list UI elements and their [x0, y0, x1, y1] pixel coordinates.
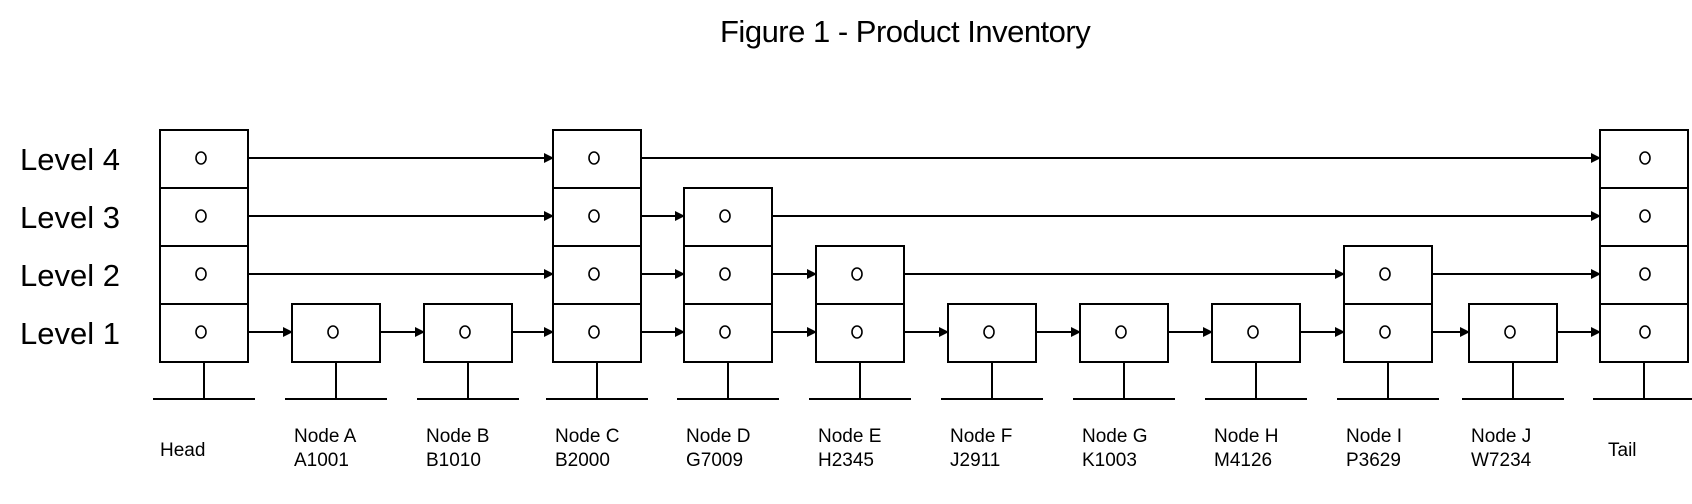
node-c: Node C B2000	[546, 129, 648, 471]
pointer-dot-icon	[1379, 325, 1391, 339]
pointer-dot-icon	[195, 209, 207, 223]
node-name-label: Node D	[686, 426, 750, 447]
node-a: Node A A1001	[285, 303, 387, 471]
node-name-label: Node E	[818, 426, 881, 447]
node-name-label: Node I	[1346, 426, 1402, 447]
node-b: Node B B1010	[417, 303, 519, 471]
level-label-2: Level 2	[20, 258, 120, 293]
node-code-label: J2911	[950, 450, 1000, 471]
node-name-label: Node F	[950, 426, 1012, 447]
node-h: Node H M4126	[1205, 303, 1307, 471]
pointer-dot-icon	[1379, 267, 1391, 281]
pointer-dot-icon	[1639, 325, 1651, 339]
node-f: Node F J2911	[941, 303, 1043, 471]
node-d-level-3-cell	[683, 187, 773, 247]
pointer-dot-icon	[588, 325, 600, 339]
node-code-label: M4126	[1214, 450, 1272, 471]
level-label-3: Level 3	[20, 200, 120, 235]
pointer-dot-icon	[588, 267, 600, 281]
node-code-label: B2000	[555, 450, 610, 471]
node-code-label: K1003	[1082, 450, 1137, 471]
pointer-dot-icon	[719, 267, 731, 281]
node-name-label: Head	[160, 440, 205, 461]
pointer-dot-icon	[719, 209, 731, 223]
level-label-1: Level 1	[20, 316, 120, 351]
pointer-dot-icon	[195, 267, 207, 281]
node-j: Node J W7234	[1462, 303, 1564, 471]
node-e: Node E H2345	[809, 245, 911, 471]
node-name-label: Node B	[426, 426, 489, 447]
node-code-label: P3629	[1346, 450, 1401, 471]
pointer-dot-icon	[1115, 325, 1127, 339]
pointer-dot-icon	[588, 151, 600, 165]
node-head: Head	[153, 129, 255, 461]
node-i: Node I P3629	[1337, 245, 1439, 471]
pointer-dot-icon	[1639, 151, 1651, 165]
node-head-level-4-cell	[159, 129, 249, 189]
level-label-4: Level 4	[20, 142, 120, 177]
pointer-dot-icon	[327, 325, 339, 339]
node-name-label: Tail	[1608, 440, 1637, 461]
pointer-dot-icon	[1504, 325, 1516, 339]
pointer-dot-icon	[1247, 325, 1259, 339]
pointer-dot-icon	[983, 325, 995, 339]
figure-title: Figure 1 - Product Inventory	[720, 14, 1091, 49]
pointer-dot-icon	[1639, 209, 1651, 223]
node-code-label: B1010	[426, 450, 481, 471]
pointer-dot-icon	[851, 325, 863, 339]
node-name-label: Node J	[1471, 426, 1531, 447]
node-code-label: W7234	[1471, 450, 1532, 471]
pointer-dot-icon	[195, 151, 207, 165]
pointer-dot-icon	[459, 325, 471, 339]
pointer-dot-icon	[851, 267, 863, 281]
node-name-label: Node H	[1214, 426, 1278, 447]
node-tail: Tail	[1593, 129, 1692, 461]
node-name-label: Node A	[294, 426, 357, 447]
node-name-label: Node G	[1082, 426, 1147, 447]
node-d: Node D G7009	[677, 187, 779, 471]
node-code-label: G7009	[686, 450, 743, 471]
node-code-label: H2345	[818, 450, 874, 471]
level-labels-layer: Level 1 Level 2 Level 3 Level 4	[20, 142, 120, 351]
pointer-dot-icon	[1639, 267, 1651, 281]
node-c-level-4-cell	[552, 129, 642, 189]
pointer-dot-icon	[719, 325, 731, 339]
node-name-label: Node C	[555, 426, 619, 447]
pointer-dot-icon	[195, 325, 207, 339]
pointer-dot-icon	[588, 209, 600, 223]
node-code-label: A1001	[294, 450, 349, 471]
node-g: Node G K1003	[1073, 303, 1175, 471]
